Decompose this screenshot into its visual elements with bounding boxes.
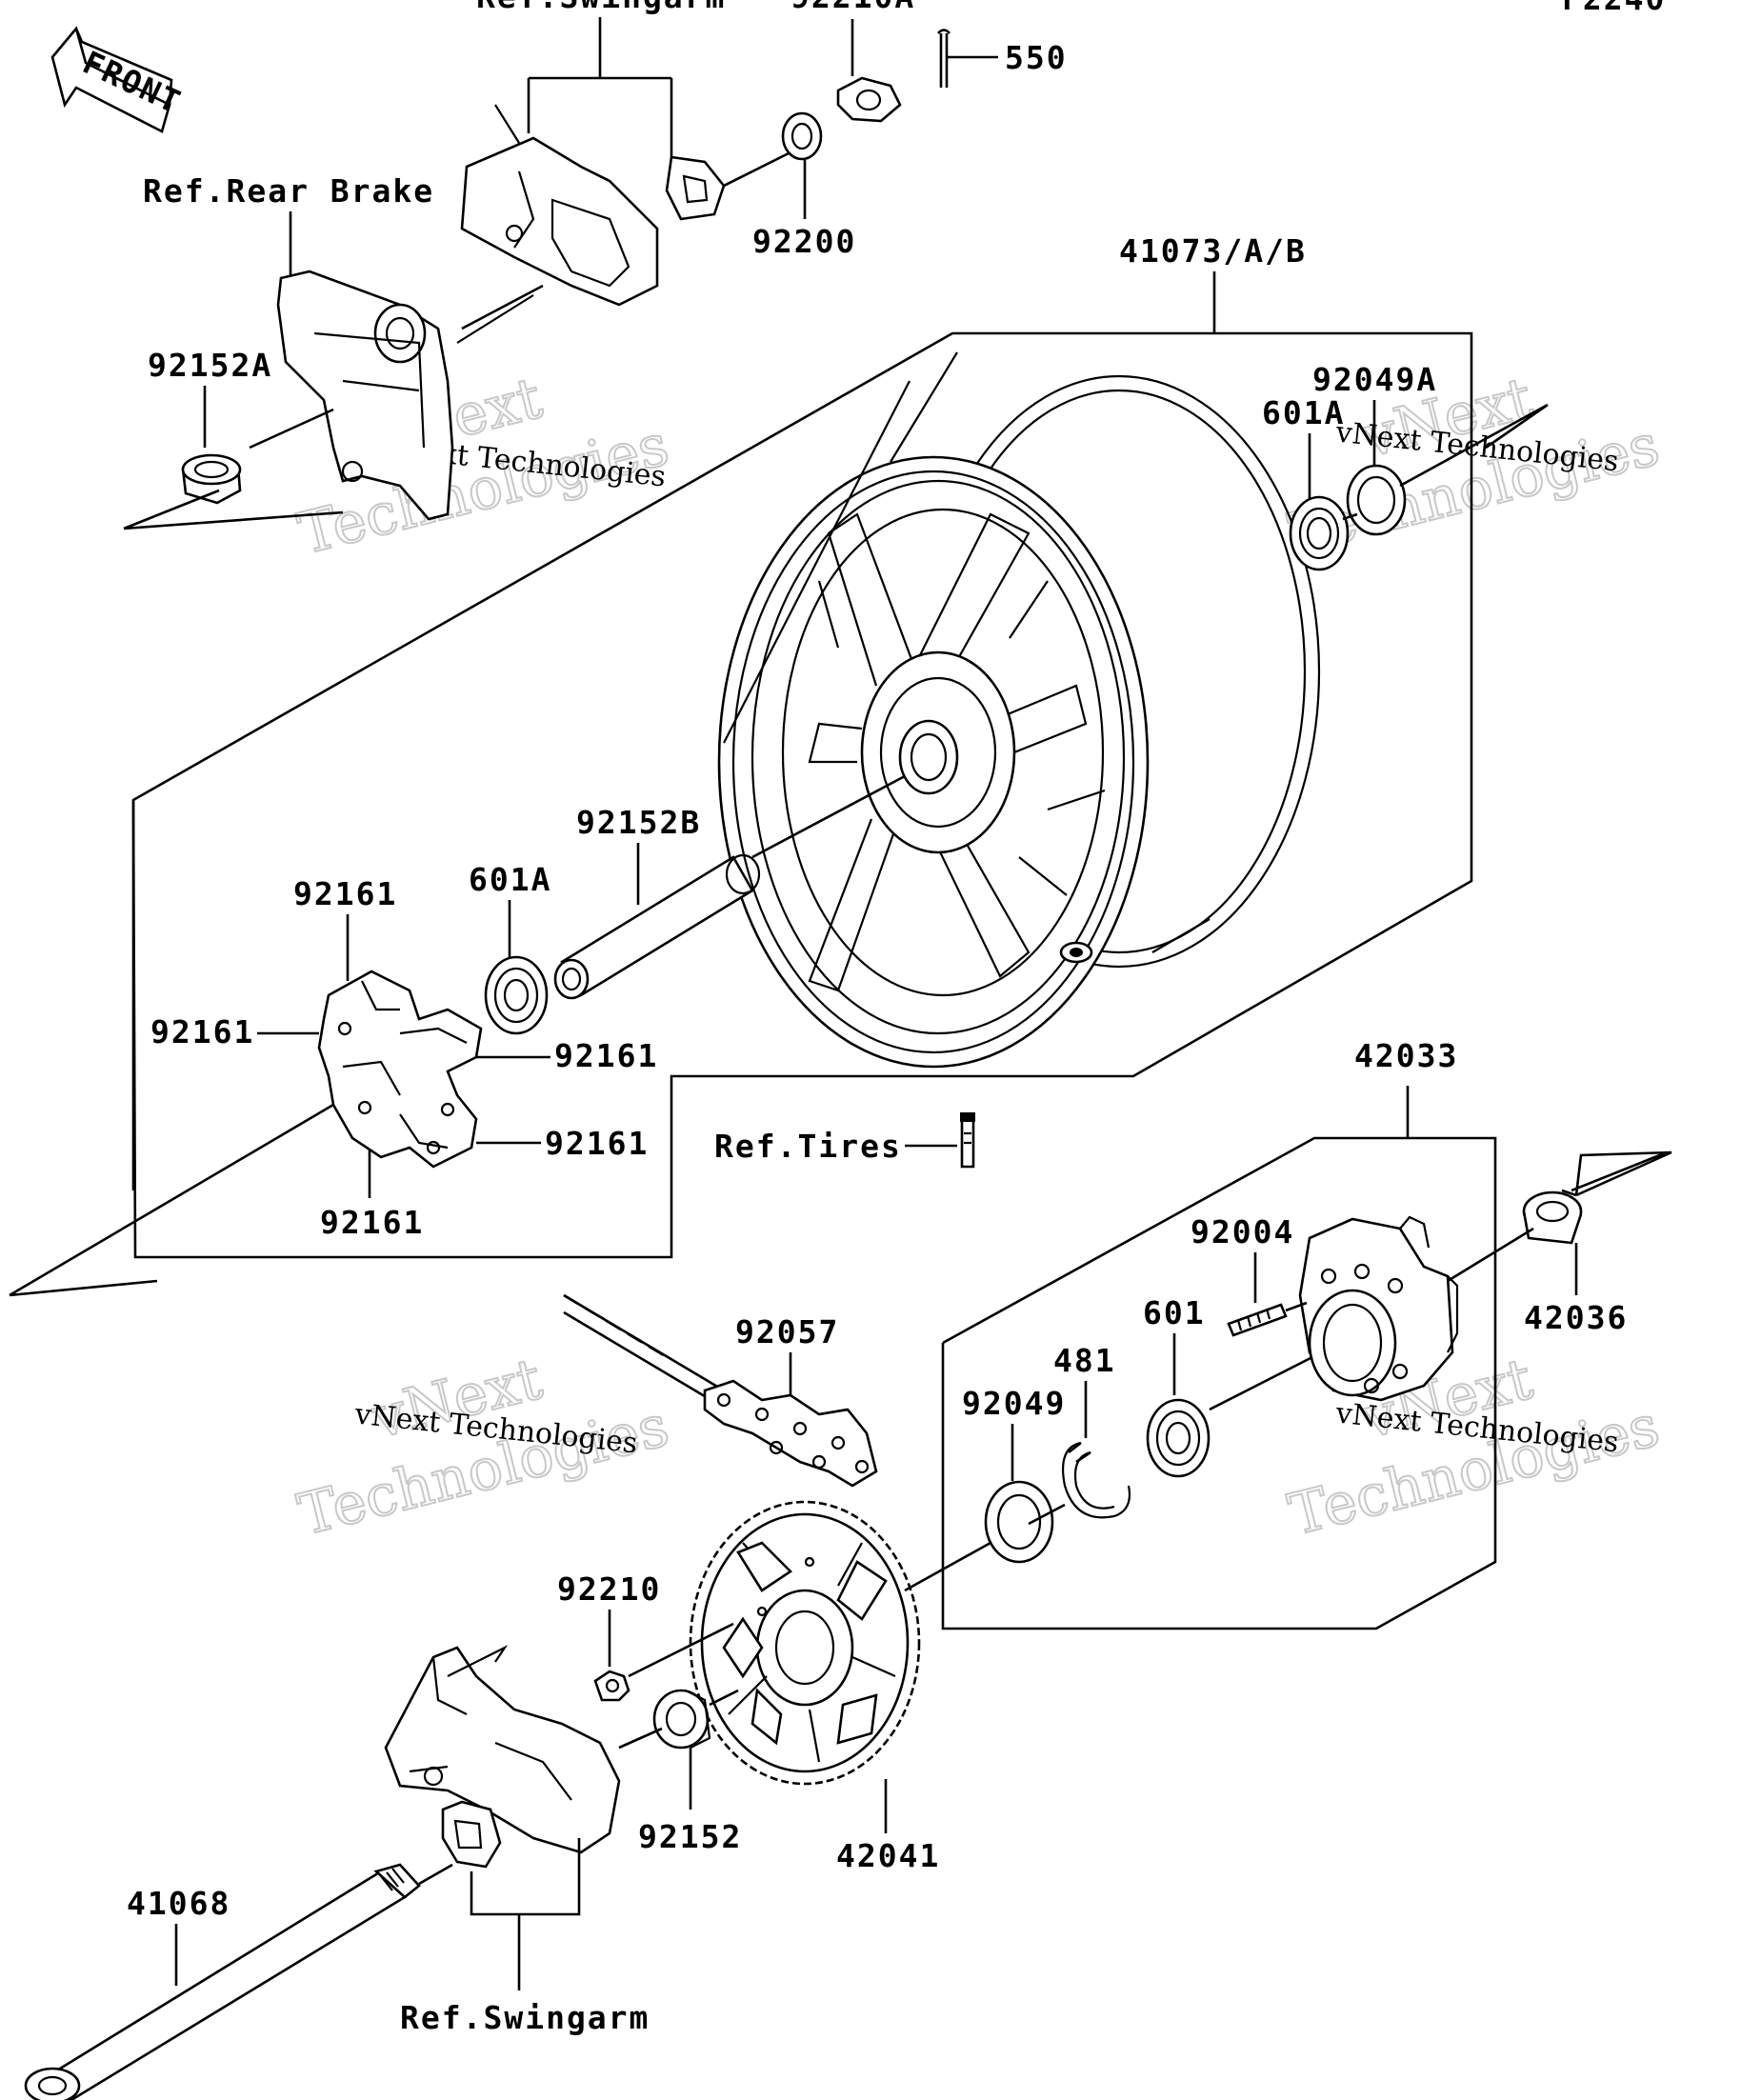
label-92161-left: 92161 — [150, 1013, 254, 1050]
leader-line — [418, 1863, 453, 1886]
label-42033: 42033 — [1354, 1037, 1458, 1074]
front-label: FRONT — [77, 44, 188, 122]
label-92161-right2: 92161 — [545, 1125, 649, 1162]
label-92049A: 92049A — [1312, 361, 1437, 398]
adjuster-nut-bottom — [441, 1800, 502, 1869]
label-ref-swingarm-top: Ref.Swingarm — [476, 0, 726, 15]
label-42041: 42041 — [836, 1837, 940, 1874]
label-92057: 92057 — [735, 1313, 839, 1350]
label-ref-rear-brake: Ref.Rear Brake — [143, 172, 434, 210]
label-92210A: 92210A — [790, 0, 915, 15]
diagram-code: F2240 — [1562, 0, 1666, 17]
label-92004: 92004 — [1191, 1213, 1294, 1250]
leader-line — [1209, 1355, 1313, 1411]
label-92161-right1: 92161 — [554, 1037, 658, 1074]
nut-92210A — [836, 76, 902, 123]
leader-line — [618, 1689, 739, 1750]
leader-line — [628, 1622, 734, 1678]
spacer-92152 — [652, 1689, 711, 1750]
label-550: 550 — [1005, 39, 1068, 76]
leader-line — [751, 774, 906, 859]
label-92200: 92200 — [752, 223, 856, 260]
bearing-601A-mid — [484, 955, 549, 1035]
circlip-481 — [1061, 1441, 1131, 1519]
label-92161-bottom: 92161 — [320, 1204, 424, 1241]
damper-92161-set — [317, 970, 483, 1169]
swingarm-bracket-top — [456, 104, 659, 344]
label-92210: 92210 — [557, 1570, 661, 1608]
label-41073: 41073/A/B — [1119, 232, 1307, 270]
label-601A-top: 601A — [1262, 394, 1345, 431]
label-92161-top: 92161 — [293, 875, 397, 912]
label-601A-mid: 601A — [469, 861, 551, 898]
axle-41068 — [24, 1863, 421, 2100]
label-41068: 41068 — [127, 1885, 230, 1922]
drive-chain-92057 — [563, 1293, 878, 1488]
leader-line — [1285, 1301, 1308, 1312]
bearing-601 — [1146, 1398, 1211, 1478]
washer-92200 — [781, 111, 823, 161]
cotter-pin-550 — [937, 29, 951, 88]
leader-line — [1342, 403, 1549, 521]
rear-wheel — [717, 351, 1321, 1069]
spacer-92152A — [181, 453, 242, 505]
leader-line — [1447, 1150, 1672, 1283]
sprocket-hub-box — [941, 1136, 1497, 1630]
seal-92049A — [1346, 464, 1407, 536]
callout-ref-swingarm-top: Ref.Swingarm — [476, 0, 726, 157]
wheel-assembly-box — [131, 331, 1473, 1259]
sprocket-42041 — [689, 1500, 921, 1786]
leader-line — [1028, 1503, 1066, 1526]
leader-line — [723, 150, 791, 188]
leader-line — [123, 489, 344, 530]
wheel-spokes — [808, 512, 1106, 992]
bearing-601A-top — [1289, 495, 1350, 571]
label-92152: 92152 — [638, 1818, 742, 1855]
leader-line — [249, 284, 544, 450]
stud-92004 — [1227, 1303, 1288, 1337]
leader-line — [9, 1103, 334, 1297]
rear-brake-bracket — [276, 270, 454, 521]
tire-valve-icon — [960, 1112, 975, 1169]
collar-92152B — [553, 853, 761, 1000]
label-ref-tires: Ref.Tires — [714, 1128, 902, 1165]
label-601: 601 — [1143, 1294, 1206, 1331]
nut-92210 — [593, 1670, 630, 1702]
sprocket-hub-42033 — [1298, 1215, 1459, 1402]
seal-92049 — [984, 1480, 1054, 1564]
leader-line — [470, 1838, 581, 1990]
collar-42036 — [1522, 1190, 1583, 1245]
adjuster-nut-top — [665, 155, 726, 221]
label-42036: 42036 — [1524, 1299, 1628, 1336]
swingarm-bracket-bottom — [384, 1645, 621, 1854]
label-92152A: 92152A — [148, 347, 272, 384]
front-arrow-icon: FRONT — [50, 26, 188, 133]
label-92152B: 92152B — [576, 804, 701, 841]
label-92049: 92049 — [962, 1385, 1066, 1422]
label-ref-swingarm-bottom: Ref.Swingarm — [400, 1999, 650, 2036]
label-481: 481 — [1053, 1342, 1116, 1379]
leader-line — [1574, 1150, 1672, 1196]
leader-line — [904, 1541, 991, 1592]
